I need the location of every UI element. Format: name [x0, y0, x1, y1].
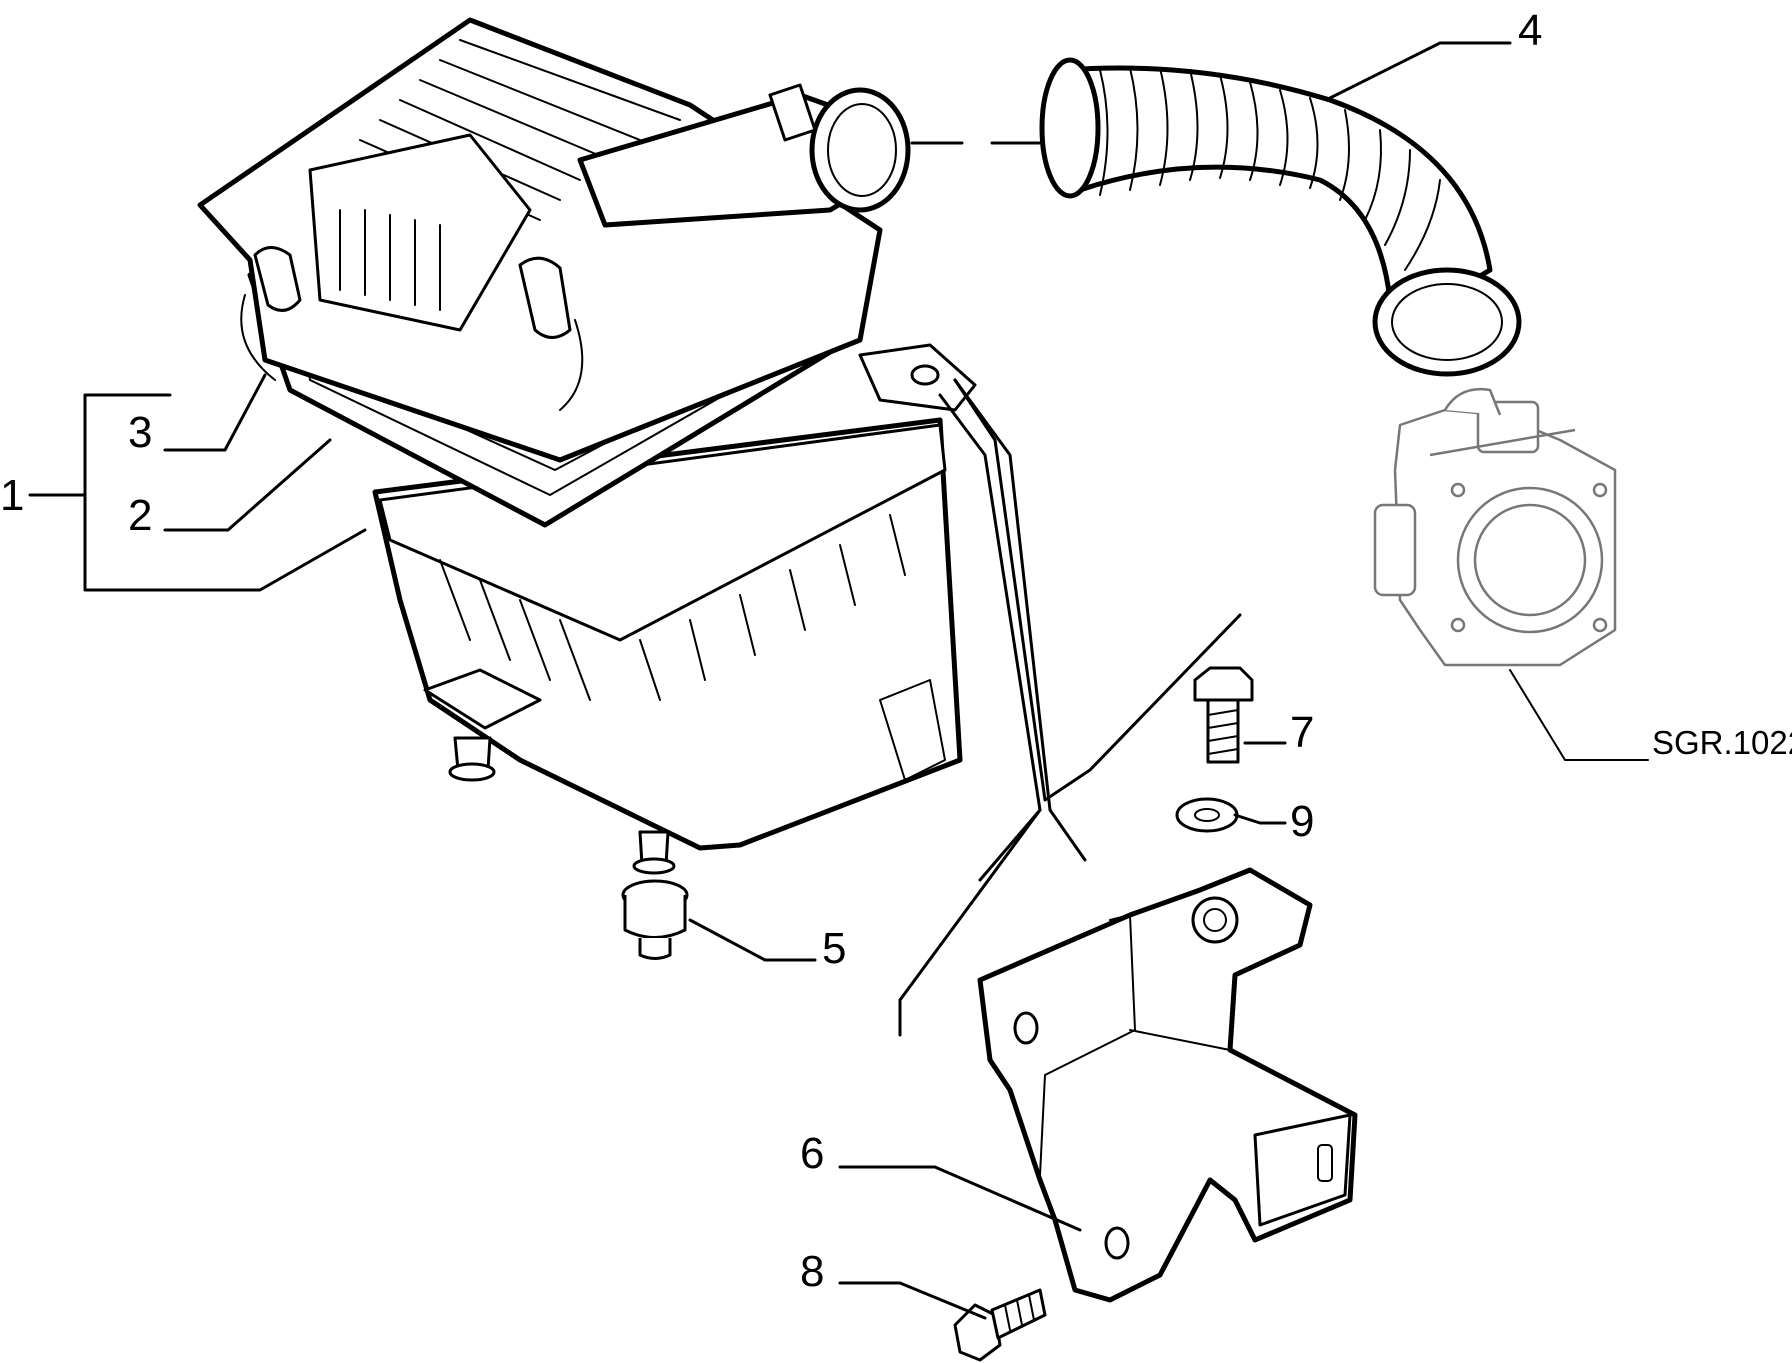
reference-code: SGR.10226 — [1652, 724, 1792, 761]
callout-8: 8 — [800, 1247, 824, 1296]
callout-7: 7 — [1290, 708, 1314, 757]
washer — [1175, 797, 1239, 833]
grommet — [621, 879, 689, 960]
bolt-lower — [953, 1288, 1047, 1362]
callout-1: 1 — [0, 471, 24, 520]
callout-3: 3 — [128, 408, 152, 457]
callout-6: 6 — [800, 1129, 824, 1178]
callout-4: 4 — [1518, 6, 1542, 55]
alignment-lines — [898, 378, 1242, 1037]
intake-hose — [1039, 57, 1522, 377]
callout-2: 2 — [128, 491, 152, 540]
mounting-bracket — [977, 867, 1358, 1303]
callout-5: 5 — [822, 924, 846, 973]
callout-9: 9 — [1290, 797, 1314, 846]
air-filter-housing-assembly — [197, 17, 977, 875]
throttle-body-reference — [1373, 387, 1617, 667]
leader-lines — [28, 41, 1649, 1320]
bolt-upper — [1193, 666, 1254, 764]
